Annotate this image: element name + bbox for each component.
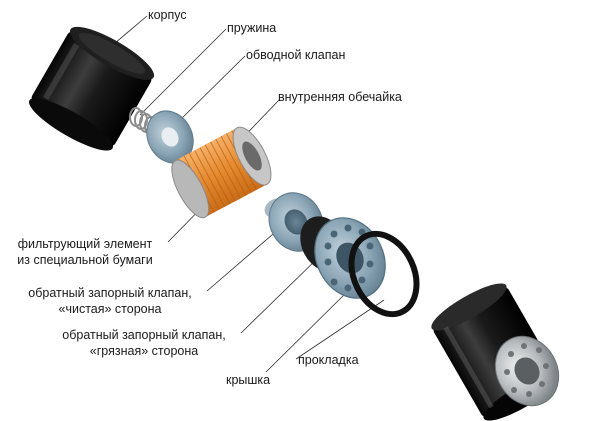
housing-part	[29, 26, 155, 151]
filter-element-part	[171, 126, 272, 219]
label-check-valve-clean: обратный запорный клапан, «чистая» сторо…	[18, 285, 202, 317]
label-filter-element: фильтрующий элемент из специальной бумаг…	[10, 236, 160, 268]
leader-lines	[94, 15, 385, 373]
label-check-valve-clean-line1: обратный запорный клапан,	[28, 286, 192, 300]
gasket-part	[348, 230, 420, 318]
label-check-valve-dirty-line2: «грязная» сторона	[89, 344, 199, 358]
spring-part	[129, 107, 158, 136]
label-spring: пружина	[227, 21, 277, 35]
label-check-valve-clean-line2: «чистая» сторона	[58, 302, 162, 316]
label-inner-shell: внутренняя обечайка	[278, 90, 402, 104]
label-check-valve-dirty-line1: обратный запорный клапан,	[62, 328, 226, 342]
label-filter-element-line2: из специальной бумаги	[17, 253, 153, 267]
assembled-filter-base	[494, 335, 560, 407]
label-bypass-valve: обводной клапан	[246, 48, 346, 62]
label-housing: корпус	[148, 8, 187, 22]
label-cover: крышка	[226, 373, 271, 387]
label-filter-element-line1: фильтрующий элемент	[17, 237, 153, 251]
label-check-valve-dirty: обратный запорный клапан, «грязная» стор…	[52, 327, 236, 359]
label-gasket: прокладка	[298, 353, 359, 367]
